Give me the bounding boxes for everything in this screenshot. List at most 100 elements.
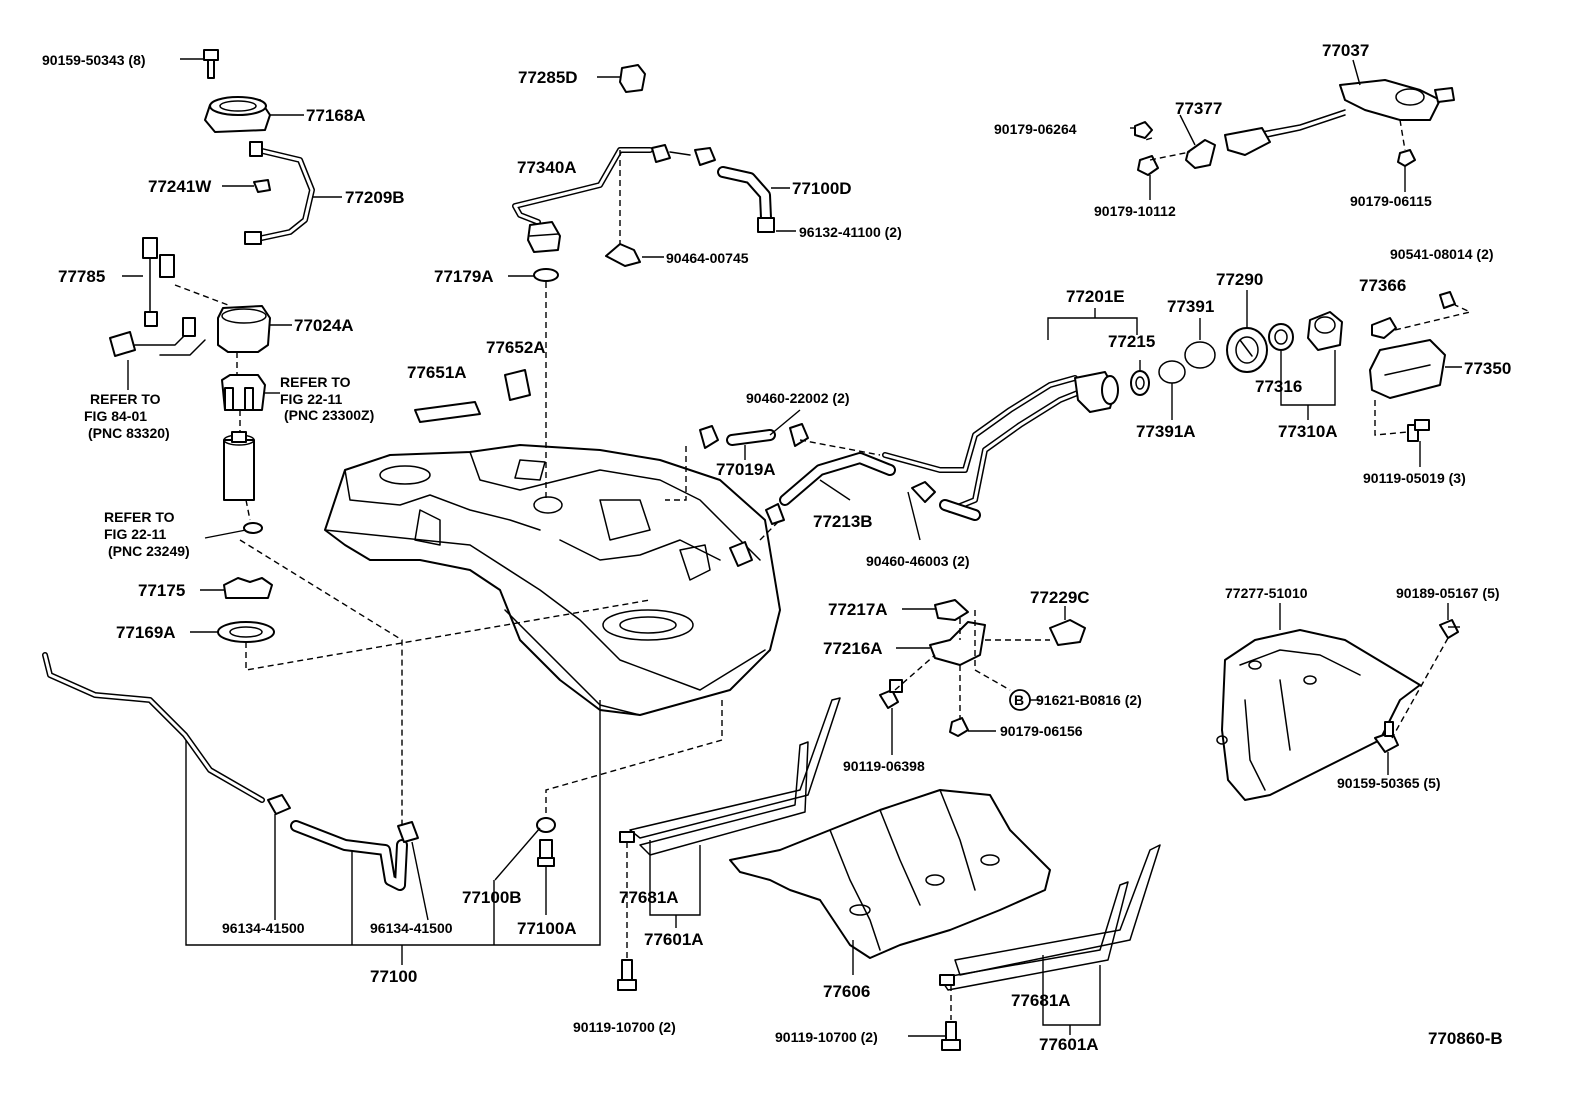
strap-77601A-left: [619, 697, 841, 856]
label-circle-b: B: [1014, 692, 1024, 708]
ring-77391: [1184, 341, 1216, 369]
nut-90179-06264: [1134, 121, 1153, 139]
fuel-pump: [223, 431, 263, 534]
label-77037: 77037: [1322, 41, 1369, 60]
clip-77241W: [253, 179, 271, 193]
label-77785: 77785: [58, 267, 105, 286]
bracket-77377: [1185, 139, 1216, 169]
pad-77652A: [504, 369, 531, 401]
connector-77285D: [619, 64, 646, 93]
label-refer-3b: FIG 22-11: [104, 526, 166, 542]
label-refer-2b: FIG 22-11: [280, 391, 342, 407]
label-90159-50365: 90159-50365 (5): [1337, 775, 1441, 791]
fuel-pump-bracket: [221, 374, 266, 411]
clip-77175: [223, 577, 273, 599]
assembly-dash-lines: [174, 119, 1473, 1020]
label-77366: 77366: [1359, 276, 1406, 295]
label-77601A-right: 77601A: [1039, 1035, 1099, 1054]
label-77179A: 77179A: [434, 267, 494, 286]
label-77229C: 77229C: [1030, 588, 1090, 607]
bolt-90119-10700-right: [941, 1021, 961, 1051]
bolt-90159-50343: [203, 49, 219, 79]
pad-77651A: [414, 401, 481, 423]
cap-77316: [1268, 323, 1294, 351]
fuel-tank: [324, 444, 781, 716]
nut-90179-10112: [1137, 155, 1159, 176]
label-90464-00745: 90464-00745: [666, 250, 749, 266]
label-90119-10700-left: 90119-10700 (2): [573, 1019, 676, 1035]
label-refer-1a: REFER TO: [90, 391, 161, 407]
label-refer-2c: (PNC 23300Z): [284, 407, 374, 423]
label-77350: 77350: [1464, 359, 1511, 378]
label-96134-41500-a: 96134-41500: [222, 920, 305, 936]
label-refer-3a: REFER TO: [104, 509, 175, 525]
cap-77310A: [1307, 311, 1343, 351]
hose-77209B: [244, 141, 315, 245]
label-96134-41500-b: 96134-41500: [370, 920, 453, 936]
label-90179-06156: 90179-06156: [1000, 723, 1083, 739]
label-77290: 77290: [1216, 270, 1263, 289]
label-77213B: 77213B: [813, 512, 873, 531]
label-77169A: 77169A: [116, 623, 176, 642]
valve-77100A: [537, 839, 555, 867]
nut-90179-06115: [1397, 149, 1416, 167]
label-77100A: 77100A: [517, 919, 577, 938]
label-90119-05019: 90119-05019 (3): [1363, 470, 1466, 486]
label-90179-10112: 90179-10112: [1094, 203, 1176, 219]
label-77024A: 77024A: [294, 316, 354, 335]
label-90179-06264: 90179-06264: [994, 121, 1077, 137]
opener-cable-77037: [1224, 79, 1455, 156]
label-77606: 77606: [823, 982, 870, 1001]
label-90119-06398: 90119-06398: [843, 758, 925, 774]
label-77316: 77316: [1255, 377, 1302, 396]
label-77100: 77100: [370, 967, 417, 986]
label-refer-1b: FIG 84-01: [84, 408, 147, 424]
filler-pipe-77201E: [882, 371, 1119, 521]
label-91621-B0816: 91621-B0816 (2): [1036, 692, 1142, 708]
label-77391A: 77391A: [1136, 422, 1196, 441]
clip-90189-05167: [1439, 619, 1459, 639]
bolt-90119-10700-left: [617, 959, 637, 991]
label-77217A: 77217A: [828, 600, 888, 619]
label-77215: 77215: [1108, 332, 1155, 351]
label-77681A-left: 77681A: [619, 888, 679, 907]
label-77310A: 77310A: [1278, 422, 1338, 441]
label-77681A-right: 77681A: [1011, 991, 1071, 1010]
hose-77100D: [717, 166, 775, 233]
label-77277-51010: 77277-51010: [1225, 585, 1308, 601]
label-77216A: 77216A: [823, 639, 883, 658]
bracket-77217A: [934, 599, 969, 621]
bolt-90119-05019: [1407, 419, 1430, 442]
label-96132-41100: 96132-41100 (2): [799, 224, 902, 240]
protector-77606: [729, 789, 1051, 959]
label-90119-10700-right: 90119-10700 (2): [775, 1029, 878, 1045]
screw-90541-08014: [1439, 291, 1456, 309]
label-77201E: 77201E: [1066, 287, 1125, 306]
label-90460-22002: 90460-22002 (2): [746, 390, 850, 406]
label-refer-3c: (PNC 23249): [108, 543, 190, 559]
gauge-sender-77785: [109, 237, 206, 357]
clamp-90460-46003: [911, 481, 936, 503]
label-77391: 77391: [1167, 297, 1214, 316]
label-77175: 77175: [138, 581, 185, 600]
fuel-tube-77100: [42, 652, 419, 891]
hose-77213B: [729, 452, 896, 567]
label-90460-46003: 90460-46003 (2): [866, 553, 970, 569]
label-77168A: 77168A: [306, 106, 366, 125]
label-90159-50343: 90159-50343 (8): [42, 52, 146, 68]
ring-77391A: [1158, 360, 1186, 384]
label-77651A: 77651A: [407, 363, 467, 382]
label-90541-08014: 90541-08014 (2): [1390, 246, 1494, 262]
label-footer-code: 770860-B: [1428, 1029, 1503, 1048]
part-labels: 90159-50343 (8) 77168A 77241W 77209B 777…: [42, 41, 1511, 1054]
clamp-90464-00745: [605, 243, 641, 267]
label-refer-2a: REFER TO: [280, 374, 351, 390]
label-refer-1c: (PNC 83320): [88, 425, 170, 441]
bracket-77216A: [929, 621, 986, 666]
label-90179-06115: 90179-06115: [1350, 193, 1432, 209]
circle-b-marker: [1009, 689, 1031, 711]
clip-77229C: [1049, 619, 1086, 646]
sub-tank-77024A: [217, 305, 271, 353]
